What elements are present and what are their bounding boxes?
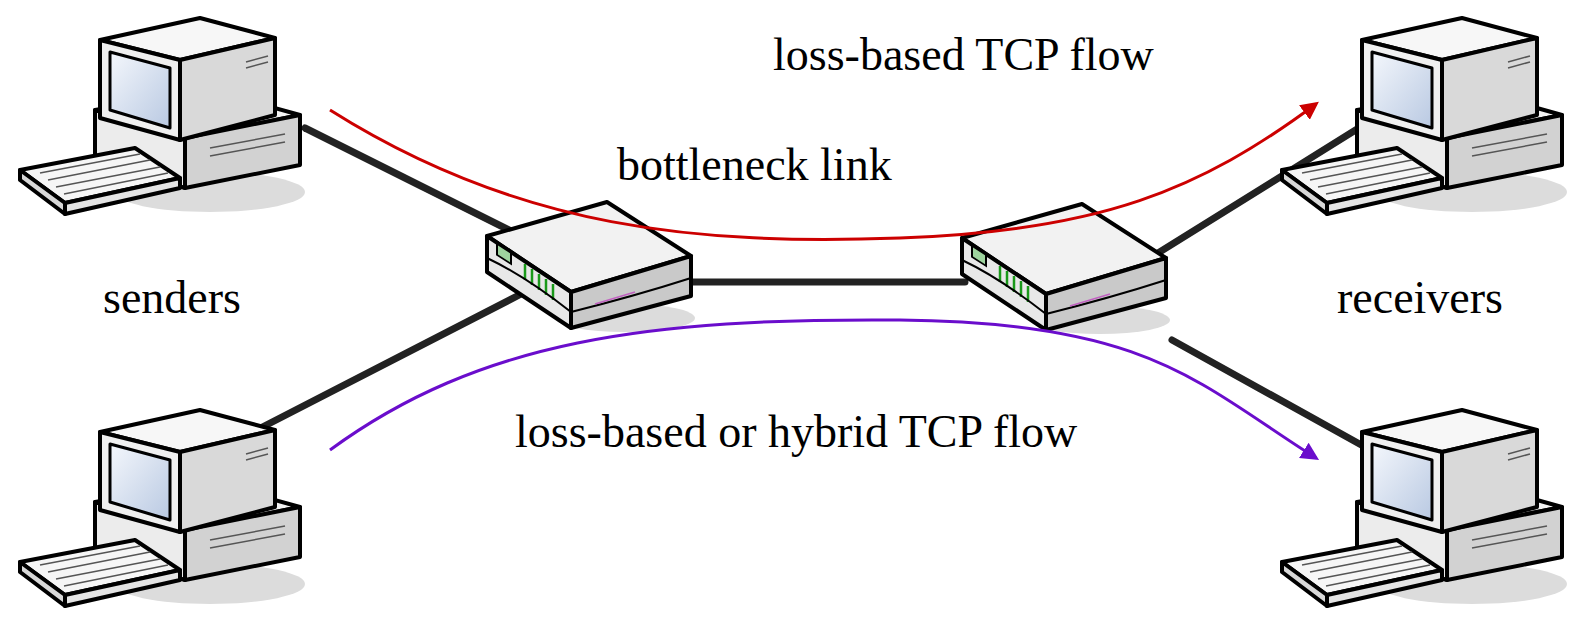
wires bbox=[245, 126, 1410, 472]
sender-computer bbox=[20, 410, 305, 606]
flow-curve bbox=[330, 104, 1316, 239]
flow-label: loss-based or hybrid TCP flow bbox=[515, 406, 1077, 459]
router bbox=[962, 204, 1170, 334]
flow-label: loss-based TCP flow bbox=[773, 29, 1154, 82]
group-label: senders bbox=[103, 272, 241, 325]
sender-computer bbox=[20, 18, 305, 214]
group-label: receivers bbox=[1337, 272, 1503, 325]
receiver-computer bbox=[1282, 18, 1567, 214]
router bbox=[487, 202, 695, 332]
receiver-computer bbox=[1282, 410, 1567, 606]
link-label: bottleneck link bbox=[617, 139, 892, 192]
flow-curve bbox=[330, 320, 1316, 458]
